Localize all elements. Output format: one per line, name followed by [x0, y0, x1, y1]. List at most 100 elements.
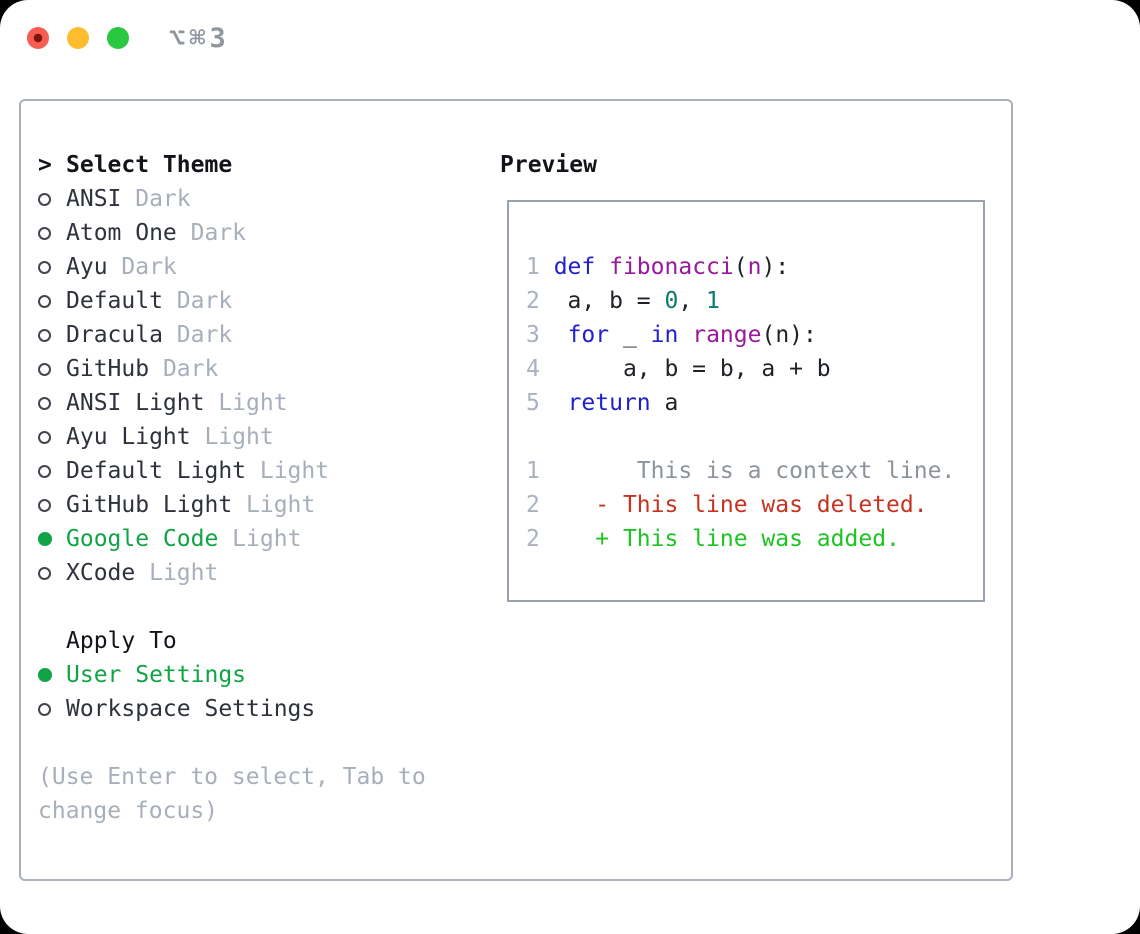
apply-option-workspace-settings[interactable]: Workspace Settings: [38, 692, 426, 726]
minimize-button[interactable]: [67, 27, 89, 49]
deleted-line: 2 - This line was deleted.: [526, 488, 973, 522]
line-number: 4: [526, 356, 554, 382]
option-label: Ayu: [66, 254, 108, 280]
option-variant-label: Dark: [162, 322, 233, 348]
option-variant-label: Light: [246, 458, 330, 484]
select-theme-label: Select Theme: [66, 152, 233, 178]
radio-icon: [38, 532, 66, 546]
option-variant-label: Dark: [176, 220, 247, 246]
theme-option-xcode[interactable]: XCode Light: [38, 556, 426, 590]
line-number: 5: [526, 390, 554, 416]
cursor-arrow-icon: >: [38, 152, 52, 178]
theme-option-ayu-light[interactable]: Ayu Light Light: [38, 420, 426, 454]
token-pl: [554, 322, 568, 348]
radio-icon: [38, 430, 66, 444]
theme-option-default-light[interactable]: Default Light Light: [38, 454, 426, 488]
theme-option-atom-one[interactable]: Atom One Dark: [38, 216, 426, 250]
option-label: Ayu Light: [66, 424, 191, 450]
radio-icon: [38, 498, 66, 512]
token-pl: ,: [678, 288, 707, 314]
radio-unselected-icon: [38, 260, 51, 274]
radio-unselected-icon: [38, 192, 51, 206]
radio-unselected-icon: [38, 328, 51, 342]
theme-option-ansi[interactable]: ANSI Dark: [38, 182, 426, 216]
token-pl: _: [609, 322, 651, 348]
apply-option-user-settings[interactable]: User Settings: [38, 658, 426, 692]
radio-icon: [38, 464, 66, 478]
option-variant-label: Light: [204, 390, 288, 416]
radio-icon: [38, 294, 66, 308]
preview-label: Preview: [500, 152, 597, 178]
option-label: GitHub: [66, 356, 150, 382]
token-num: 0: [664, 288, 679, 314]
radio-unselected-icon: [38, 566, 51, 580]
option-label: ANSI Light: [66, 390, 205, 416]
radio-icon: [38, 702, 66, 716]
line-number: 2: [526, 492, 554, 518]
option-variant-label: Light: [135, 560, 219, 586]
option-variant-label: Light: [218, 526, 302, 552]
theme-option-dracula[interactable]: Dracula Dark: [38, 318, 426, 352]
theme-option-ansi-light[interactable]: ANSI Light Light: [38, 386, 426, 420]
line-number: 1: [526, 254, 554, 280]
apply-to-header: Apply To: [38, 624, 426, 658]
token-pl: [595, 254, 609, 280]
option-label: XCode: [66, 560, 136, 586]
token-pl: a: [650, 390, 679, 416]
token-add: + This line was added.: [553, 526, 900, 552]
option-label: Default Light: [66, 458, 247, 484]
token-fn: n: [747, 254, 762, 280]
hint-line: change focus): [38, 798, 219, 824]
spacer: [38, 726, 426, 760]
context-line: 1 This is a context line.: [526, 454, 973, 488]
zoom-button[interactable]: [107, 27, 129, 49]
token-kw: for: [567, 322, 610, 348]
radio-icon: [38, 668, 66, 682]
radio-icon: [38, 328, 66, 342]
token-pl: (n):: [761, 322, 817, 348]
token-num: 1: [706, 288, 720, 314]
spacer: [38, 590, 426, 624]
theme-option-ayu[interactable]: Ayu Dark: [38, 250, 426, 284]
option-label: Google Code: [66, 526, 219, 552]
option-variant-label: Light: [232, 492, 316, 518]
token-kw: return: [567, 390, 651, 416]
preview-column: Preview 1 def fibonacci(n):2 a, b = 0, 1…: [500, 148, 985, 602]
token-kw: def: [553, 254, 596, 280]
option-variant-label: Dark: [121, 186, 191, 212]
select-theme-header: > Select Theme: [38, 148, 426, 182]
titlebar: ⌥⌘3: [27, 23, 230, 54]
radio-unselected-icon: [38, 498, 51, 512]
radio-icon: [38, 192, 66, 206]
line-number: 2: [526, 526, 554, 552]
added-line: 2 + This line was added.: [526, 522, 973, 556]
code-line: 4 a, b = b, a + b: [526, 352, 973, 386]
radio-unselected-icon: [38, 396, 51, 410]
theme-option-github-light[interactable]: GitHub Light Light: [38, 488, 426, 522]
token-ctx: This is a context line.: [553, 458, 956, 484]
radio-icon: [38, 226, 66, 240]
radio-unselected-icon: [38, 702, 51, 716]
radio-icon: [38, 260, 66, 274]
line-number: 3: [526, 322, 554, 348]
cursor-marker: >: [38, 152, 66, 178]
radio-selected-icon: [38, 532, 52, 546]
close-button[interactable]: [27, 27, 49, 49]
theme-option-google-code[interactable]: Google Code Light: [38, 522, 426, 556]
blank-line: [526, 420, 973, 454]
line-number: 1: [526, 458, 554, 484]
theme-option-github[interactable]: GitHub Dark: [38, 352, 426, 386]
code-line: 2 a, b = 0, 1: [526, 284, 973, 318]
radio-selected-icon: [38, 668, 52, 682]
theme-option-default[interactable]: Default Dark: [38, 284, 426, 318]
radio-icon: [38, 362, 66, 376]
token-kw: in: [650, 322, 679, 348]
radio-unselected-icon: [38, 294, 51, 308]
